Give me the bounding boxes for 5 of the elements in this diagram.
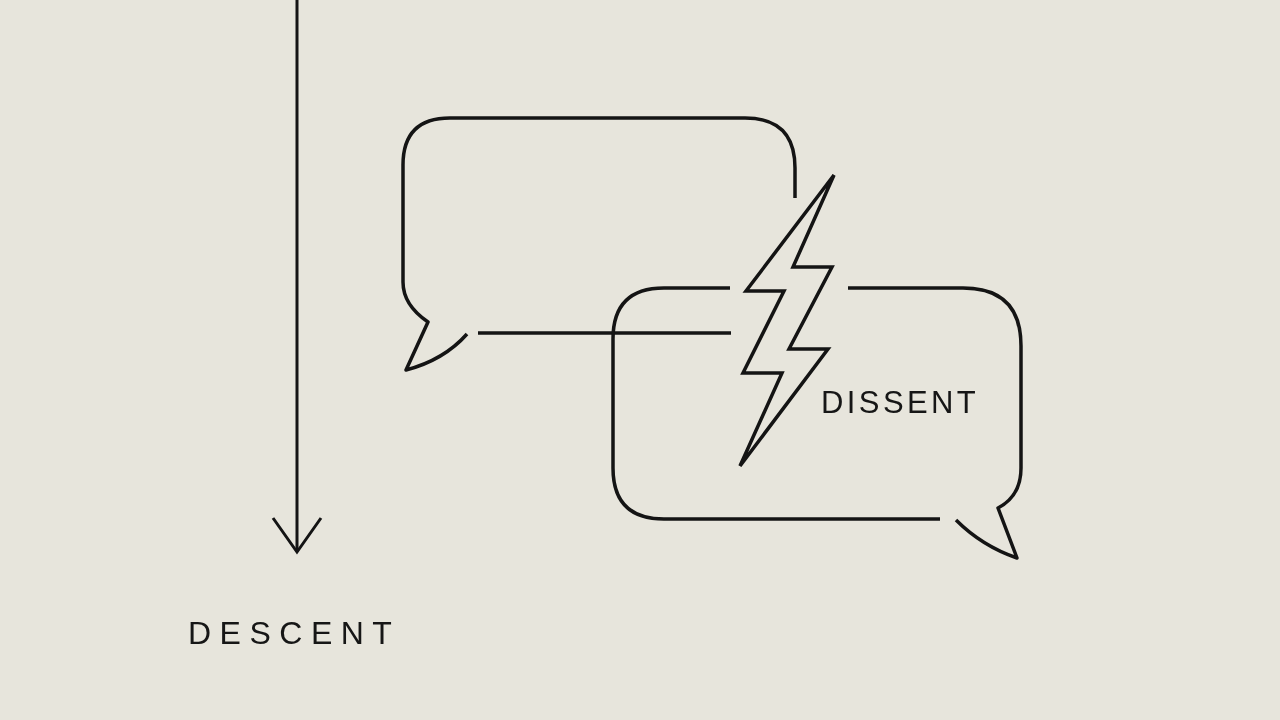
speech-bubble bbox=[400, 115, 798, 373]
speech-bubble bbox=[611, 286, 1023, 561]
lightning-bolt bbox=[738, 173, 836, 468]
bubble-text: DISSENT bbox=[821, 387, 980, 418]
caption-label: DESCENT bbox=[188, 617, 401, 649]
